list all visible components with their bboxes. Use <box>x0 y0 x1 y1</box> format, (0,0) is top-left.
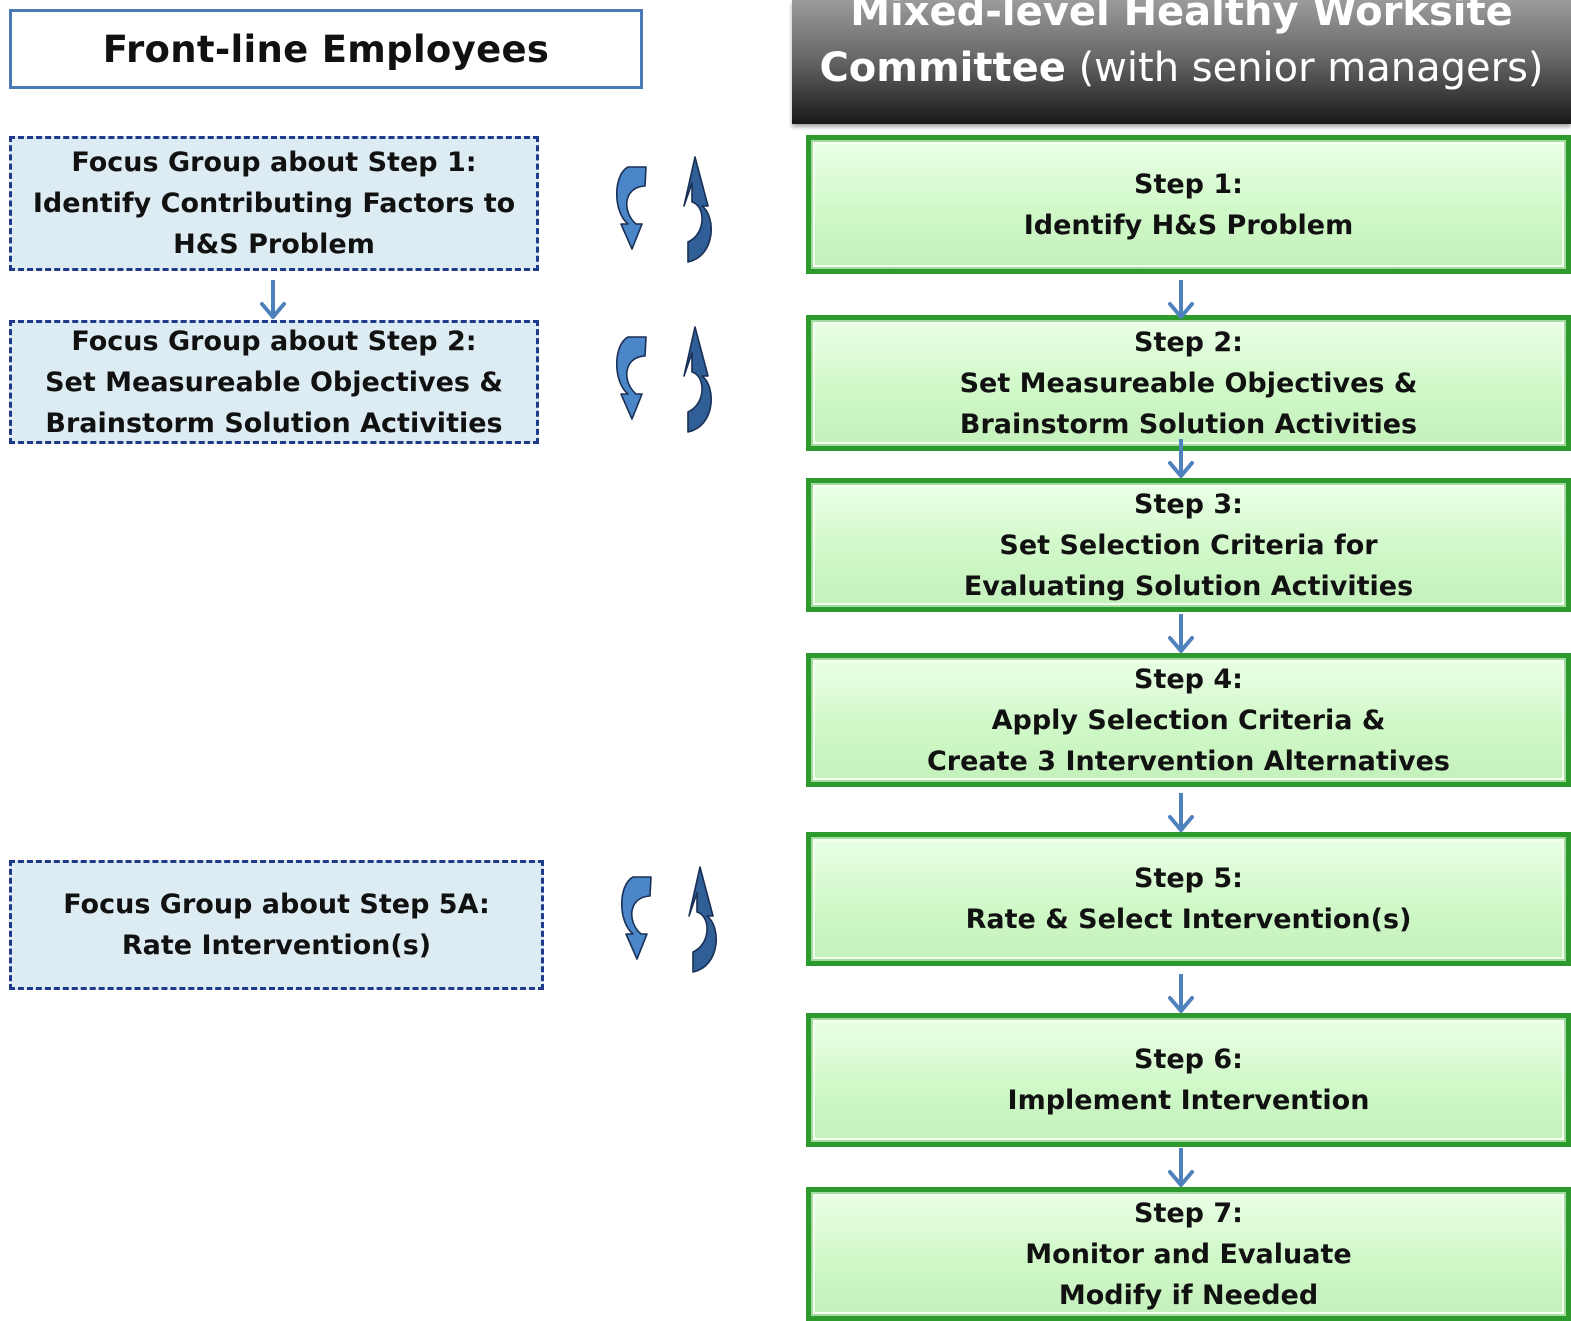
committee-header-line2: Committee (with senior managers) <box>792 40 1571 96</box>
focus-group-step-2: Focus Group about Step 2: Set Measureabl… <box>9 320 539 444</box>
down-arrow-icon <box>1168 1146 1194 1188</box>
committee-header-line1: Mixed-level Healthy Worksite <box>850 0 1513 35</box>
step-title: Step 6: <box>1134 1044 1243 1075</box>
step-line: Set Measureable Objectives & <box>959 367 1418 399</box>
down-arrow-icon <box>260 278 286 320</box>
cycle-arrows-icon <box>615 156 712 263</box>
step-line: Evaluating Solution Activities <box>963 570 1414 602</box>
step-title: Step 5: <box>1134 863 1243 894</box>
step-title: Step 4: <box>1134 663 1243 695</box>
committee-header-rest: (with senior managers) <box>1065 45 1544 91</box>
down-arrow-icon <box>1168 278 1194 320</box>
focus-group-line: Focus Group about Step 5A: <box>63 889 490 920</box>
focus-group-step-5a: Focus Group about Step 5A: Rate Interven… <box>9 860 544 990</box>
step-line: Modify if Needed <box>1058 1279 1319 1311</box>
focus-group-line: Identify Contributing Factors to <box>32 188 516 219</box>
step-title: Step 2: <box>1134 326 1243 358</box>
step-4-box: Step 4: Apply Selection Criteria & Creat… <box>806 653 1571 787</box>
down-arrow-icon <box>1168 791 1194 833</box>
step-line: Rate & Select Intervention(s) <box>965 904 1412 935</box>
focus-group-line: Set Measureable Objectives & <box>45 366 503 398</box>
step-7-box: Step 7: Monitor and Evaluate Modify if N… <box>806 1187 1571 1321</box>
down-arrow-icon <box>1168 437 1194 479</box>
step-2-box: Step 2: Set Measureable Objectives & Bra… <box>806 315 1571 451</box>
focus-group-line: Focus Group about Step 2: <box>71 325 477 357</box>
front-line-employees-header: Front-line Employees <box>9 9 643 89</box>
step-1-box: Step 1: Identify H&S Problem <box>806 135 1571 274</box>
step-title: Step 3: <box>1134 488 1243 520</box>
step-line: Set Selection Criteria for <box>999 529 1378 561</box>
cycle-arrows-icon <box>620 866 717 973</box>
cycle-arrows-icon <box>615 326 712 433</box>
focus-group-step-1: Focus Group about Step 1: Identify Contr… <box>9 136 539 271</box>
focus-group-line: Rate Intervention(s) <box>121 930 432 961</box>
down-arrow-icon <box>1168 612 1194 654</box>
step-line: Apply Selection Criteria & <box>991 704 1386 736</box>
focus-group-line: Focus Group about Step 1: <box>71 147 477 178</box>
step-line: Brainstorm Solution Activities <box>959 408 1418 440</box>
committee-header-bold: Committee <box>819 45 1066 91</box>
focus-group-line: Brainstorm Solution Activities <box>45 407 503 439</box>
step-line: Monitor and Evaluate <box>1025 1238 1352 1270</box>
step-5-box: Step 5: Rate & Select Intervention(s) <box>806 832 1571 966</box>
committee-header: Mixed-level Healthy Worksite Committee (… <box>792 0 1571 124</box>
step-title: Step 7: <box>1134 1197 1243 1229</box>
step-6-box: Step 6: Implement Intervention <box>806 1013 1571 1147</box>
step-line: Implement Intervention <box>1007 1085 1370 1116</box>
step-3-box: Step 3: Set Selection Criteria for Evalu… <box>806 478 1571 612</box>
step-line: Create 3 Intervention Alternatives <box>926 745 1450 777</box>
step-line: Identify H&S Problem <box>1023 209 1354 241</box>
focus-group-line: H&S Problem <box>173 229 375 260</box>
down-arrow-icon <box>1168 972 1194 1014</box>
step-title: Step 1: <box>1134 168 1243 200</box>
